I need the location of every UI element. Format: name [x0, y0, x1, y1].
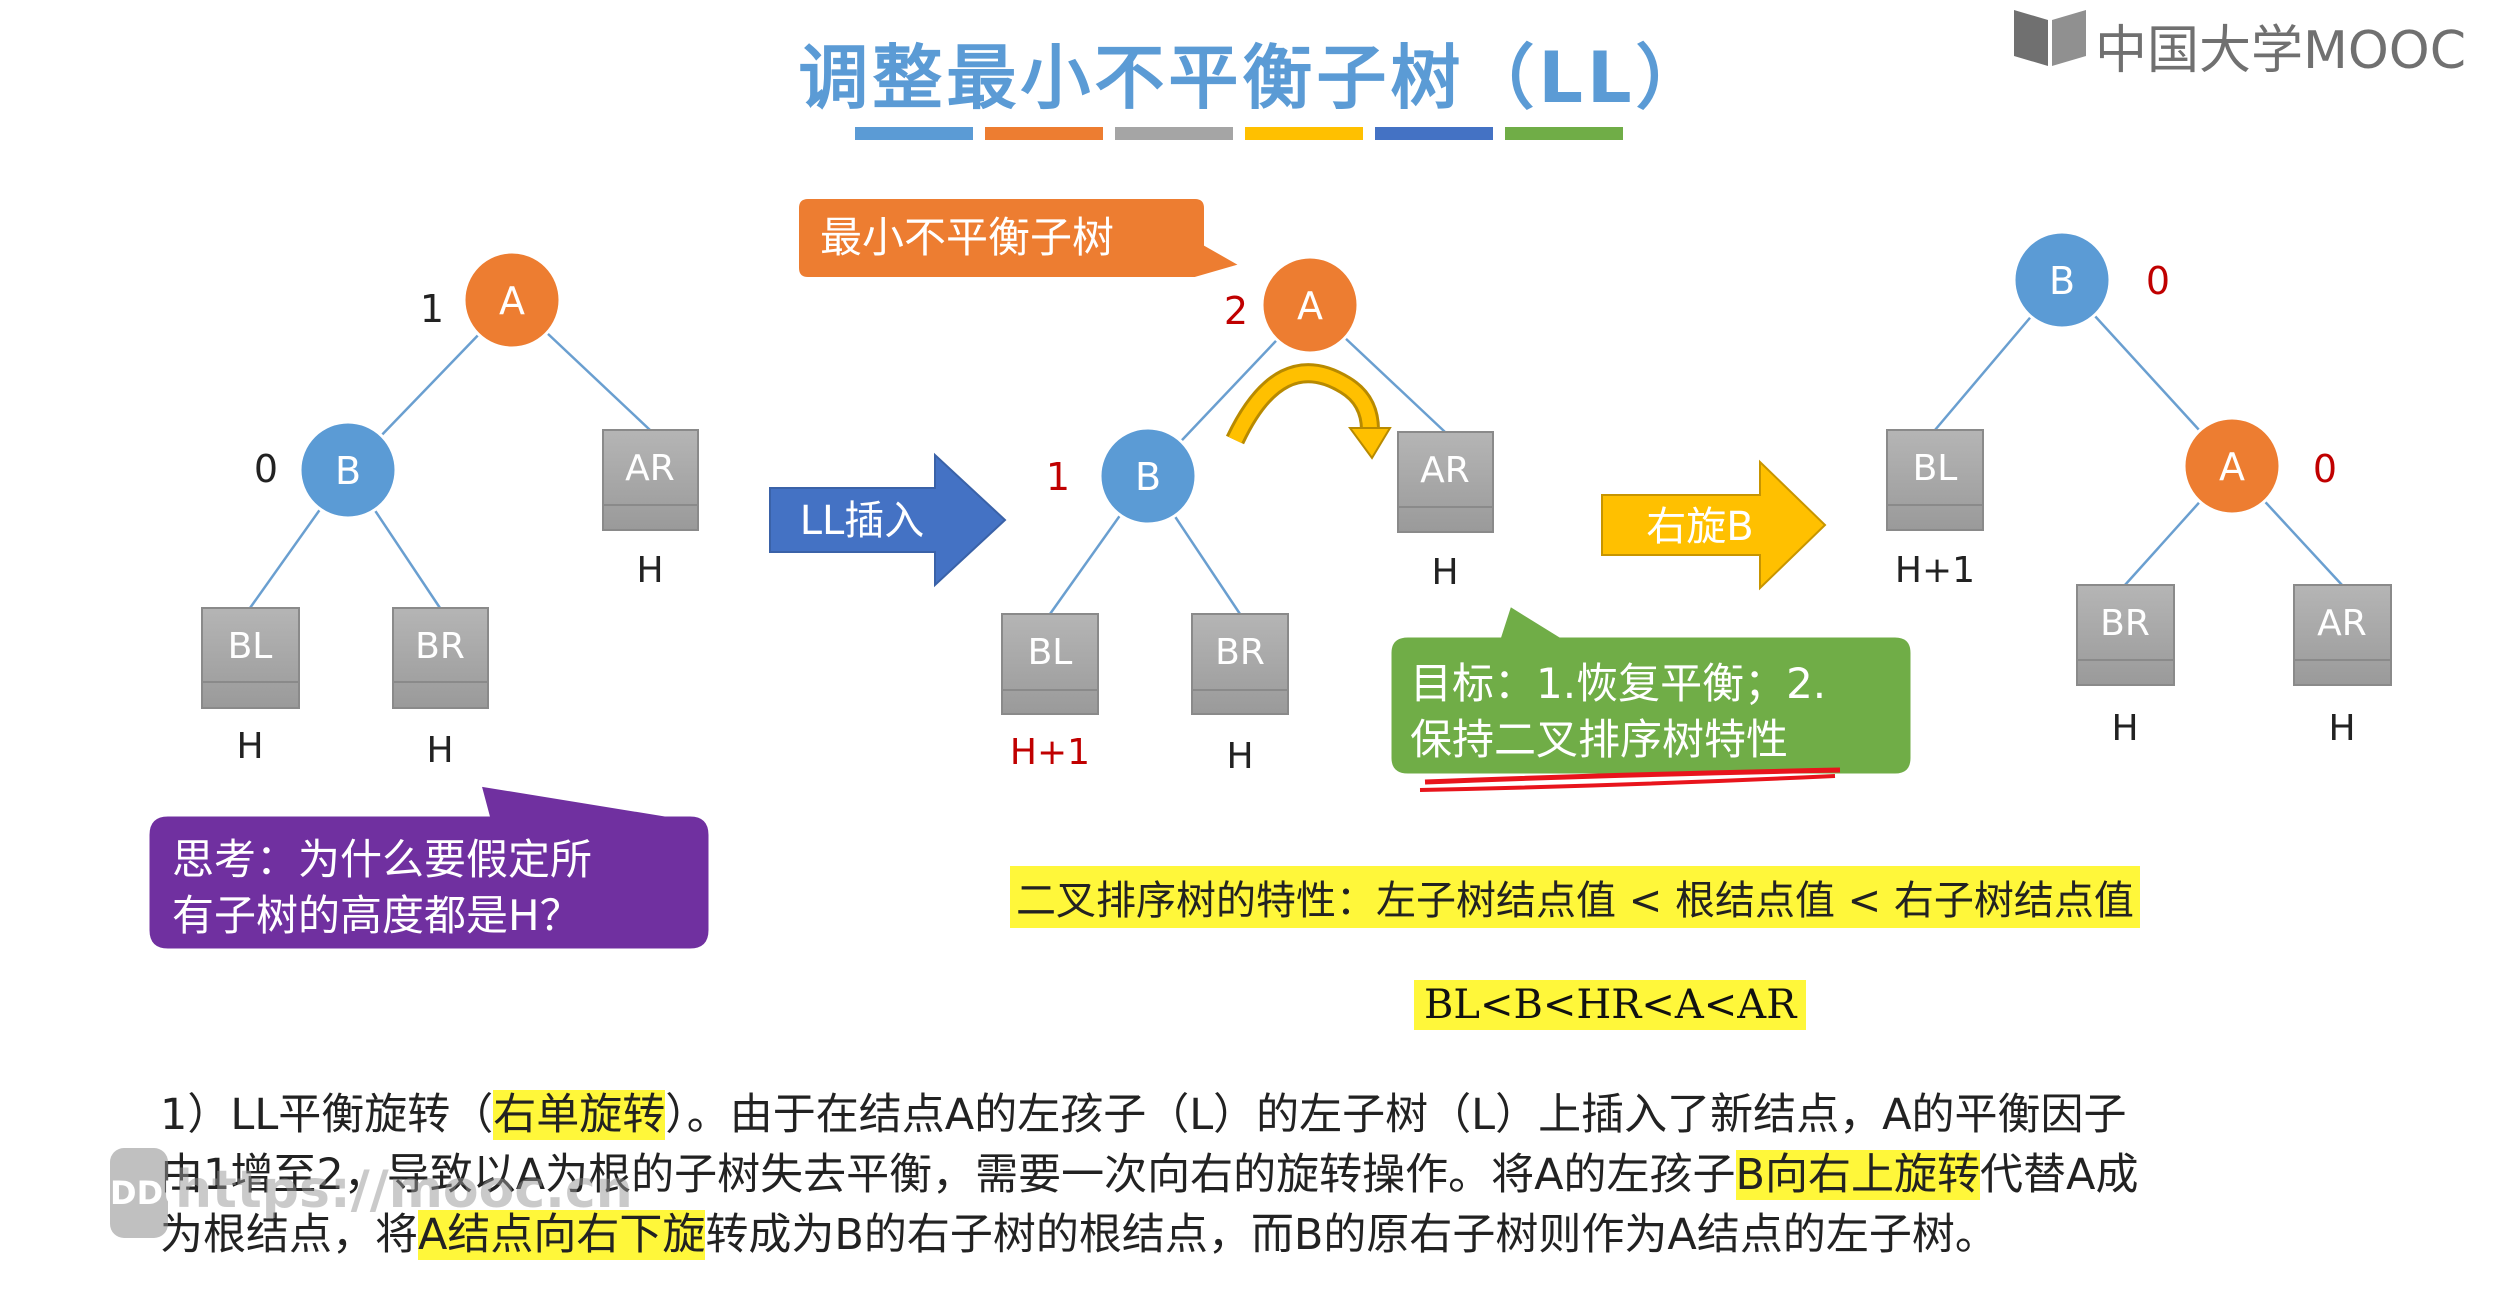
tree2-a-factor: 2: [1224, 289, 1248, 333]
title-bar-darkblue: [1375, 127, 1493, 140]
tree3-subtree-ar: AR: [2293, 584, 2392, 686]
tree1-node-b-label: B: [335, 449, 361, 493]
tree3-subtree-br: BR: [2076, 584, 2175, 686]
mooc-book-icon: [2014, 10, 2086, 66]
explanation-text: 转成为B的右子树的根结点，而B的原右子树则作为A结点的左子树。: [705, 1210, 1998, 1260]
tree3-br-height: H: [2111, 708, 2138, 749]
explanation-line-3: 为根结点，将A结点向右下旋转成为B的右子树的根结点，而B的原右子树则作为A结点的…: [160, 1205, 2390, 1265]
tree3-ar-height: H: [2328, 708, 2355, 749]
tree2-subtree-ar: AR: [1397, 431, 1494, 533]
min-unbalanced-callout-text: 最小不平衡子树: [820, 213, 1114, 262]
min-unbalanced-callout: [797, 197, 1243, 279]
tree1-subtree-bl-label: BL: [228, 626, 273, 667]
red-underline-stroke: [1424, 767, 1841, 785]
tree1-subtree-br-label: BR: [415, 626, 465, 667]
explanation-text: 1）LL平衡旋转（: [160, 1090, 494, 1140]
explanation-line-2: 由1增至2，导致以A为根的子树失去平衡，需要一次向右的旋转操作。将A的左孩子B向…: [160, 1145, 2390, 1205]
tree2-subtree-br-label: BR: [1215, 632, 1265, 673]
explanation-line-1: 1）LL平衡旋转（右单旋转）。由于在结点A的左孩子（L）的左子树（L）上插入了新…: [160, 1085, 2390, 1145]
rotate-curved-arrow: [1348, 427, 1392, 460]
explanation-paragraph: 1）LL平衡旋转（右单旋转）。由于在结点A的左孩子（L）的左子树（L）上插入了新…: [160, 1085, 2390, 1265]
watermark-text: https://mooc.cn: [175, 1160, 633, 1220]
rotate-right-b-arrow[interactable]: 右旋B: [1601, 459, 1827, 591]
title-bar-yellow: [1245, 127, 1363, 140]
mooc-logo-text: 中国大学MOOC: [2095, 21, 2467, 81]
explanation-text: 代替A成: [1980, 1150, 2139, 1200]
tree2-bl-height: H+1: [1010, 732, 1090, 773]
explanation-highlight: A结点向右下旋: [418, 1210, 706, 1260]
tree1: A 1 B 0 AR H BL H BR H: [201, 250, 699, 771]
tree2-subtree-ar-label: AR: [1420, 450, 1470, 491]
watermark-badge: DDU: [110, 1148, 189, 1238]
tree1-bl-height: H: [236, 726, 263, 767]
tree2-node-b-label: B: [1135, 455, 1161, 499]
tree3-subtree-br-label: BR: [2100, 603, 2150, 644]
goal-callout-line2: 保持二叉排序树特性: [1410, 715, 1789, 764]
tree3-node-b: [2012, 230, 2112, 330]
tree3-node-a: [2182, 416, 2282, 516]
tree2-subtree-br: BR: [1191, 613, 1289, 715]
tree3-a-factor: 0: [2313, 447, 2337, 491]
tree2-subtree-bl: BL: [1001, 613, 1099, 715]
tree1-a-factor: 1: [420, 287, 444, 331]
explanation-text: ）。由于在结点A的左孩子（L）的左子树（L）上插入了新结点，A的平衡因子: [665, 1090, 2127, 1140]
ll-insert-arrow[interactable]: LL插入: [769, 452, 1007, 588]
think-callout-line1: 思考：为什么要假定所: [172, 835, 593, 884]
title-bar-gray: [1115, 127, 1233, 140]
mooc-logo[interactable]: 中国大学MOOC: [2010, 2, 2466, 81]
explanation-text: 为根结点，将: [160, 1210, 418, 1260]
tree2-node-b: [1098, 426, 1198, 526]
tree3: B 0 A 0 BL H+1 BR H AR H: [1886, 230, 2392, 749]
tree1-ar-height: H: [636, 550, 663, 591]
tree1-b-factor: 0: [254, 447, 278, 491]
page-title: 调整最小不平衡子树（LL）: [798, 37, 1710, 119]
explanation-highlight: 右单旋转: [493, 1090, 666, 1140]
tree3-node-b-label: B: [2049, 259, 2075, 303]
tree3-subtree-bl-label: BL: [1913, 448, 1958, 489]
tree2-node-a: [1260, 255, 1360, 355]
tree1-node-b: [298, 420, 398, 520]
tree2-subtree-bl-label: BL: [1028, 632, 1073, 673]
ll-insert-arrow-label: LL插入: [800, 498, 925, 544]
explanation-text: 由1增至2，导致以A为根的子树失去平衡，需要一次向右的旋转操作。将A的左孩子: [160, 1150, 1736, 1200]
title-bar-green: [1505, 127, 1623, 140]
tree3-subtree-bl: BL: [1886, 429, 1984, 531]
tree1-subtree-bl: BL: [201, 607, 300, 709]
bst-order-text: BL<B<HR<A<AR: [1414, 980, 1807, 1030]
tree1-br-height: H: [426, 730, 453, 771]
tree2-b-factor: 1: [1046, 455, 1070, 499]
tree2-br-height: H: [1226, 736, 1253, 777]
title-bar-orange: [985, 127, 1103, 140]
tree1-node-a-label: A: [499, 279, 525, 323]
goal-callout-line1: 目标：1.恢复平衡；2.: [1410, 659, 1827, 708]
title-bar-blue: [855, 127, 973, 140]
bst-property-text: 二叉排序树的特性：左子树结点值 < 根结点值 < 右子树结点值: [1010, 866, 2140, 928]
tree3-b-factor: 0: [2146, 259, 2170, 303]
think-callout: [146, 783, 712, 952]
explanation-highlight: B向右上旋转: [1735, 1150, 1981, 1200]
tree3-node-a-label: A: [2219, 445, 2245, 489]
tree2-ar-height: H: [1431, 552, 1458, 593]
goal-callout: [1388, 602, 1914, 792]
tree3-subtree-ar-label: AR: [2317, 603, 2367, 644]
tree2: 最小不平衡子树 A 2 B 1 AR H BL H+1 BR: [797, 197, 1494, 777]
think-callout-line2: 有子树的高度都是H？: [172, 891, 582, 940]
tree1-node-a: [462, 250, 562, 350]
tree3-bl-height: H+1: [1895, 550, 1975, 591]
tree1-subtree-ar: AR: [602, 429, 699, 531]
rotate-right-b-arrow-label: 右旋B: [1646, 504, 1753, 550]
tree1-subtree-br: BR: [392, 607, 489, 709]
tree1-subtree-ar-label: AR: [625, 448, 675, 489]
tree2-node-a-label: A: [1297, 284, 1323, 328]
